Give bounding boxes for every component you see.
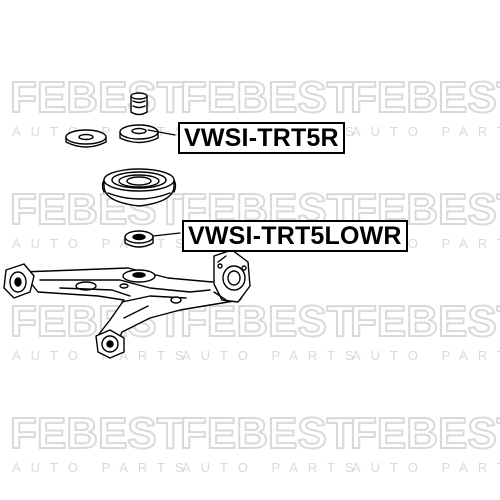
watermark-brand: FEBEST	[350, 73, 500, 122]
watermark-brand: FEBEST	[350, 297, 500, 346]
watermark-tagline: AUTO PARTS	[12, 348, 194, 363]
flat-washer	[65, 129, 107, 148]
bump-stop-bellows	[101, 168, 177, 207]
upper-strut-mount	[119, 124, 176, 144]
watermark-tagline: AUTO PARTS	[182, 348, 364, 363]
febest-watermark: FEBEST AUTO PARTS	[179, 408, 364, 475]
febest-watermark: FEBEST AUTO PARTS	[9, 408, 194, 475]
watermark-tagline: AUTO PARTS	[352, 348, 500, 363]
watermark-brand: FEBEST	[180, 409, 354, 458]
part-number-label-lower-mount: VWSI-TRT5LOWR	[182, 220, 408, 252]
watermark-brand: FEBEST	[10, 73, 184, 122]
watermark-tagline: AUTO PARTS	[352, 460, 500, 475]
watermark-brand: FEBEST	[350, 409, 500, 458]
top-nut	[130, 92, 148, 116]
lower-strut-mount	[124, 230, 181, 248]
febest-watermark: FEBEST AUTO PARTS	[349, 296, 500, 363]
part-number-label-upper-mount: VWSI-TRT5R	[178, 122, 345, 154]
parts-drawing	[3, 92, 251, 359]
watermark-tagline: AUTO PARTS	[12, 236, 194, 251]
suspension-trailing-arm	[3, 249, 251, 359]
watermark-tagline: AUTO PARTS	[12, 460, 194, 475]
watermark-tagline: AUTO PARTS	[182, 460, 364, 475]
watermark-tagline: AUTO PARTS	[352, 124, 500, 139]
watermark-brand: FEBEST	[10, 409, 184, 458]
febest-watermark: FEBEST AUTO PARTS	[349, 72, 500, 139]
watermark-brand: FEBEST	[180, 73, 354, 122]
febest-watermark: FEBEST AUTO PARTS	[349, 408, 500, 475]
